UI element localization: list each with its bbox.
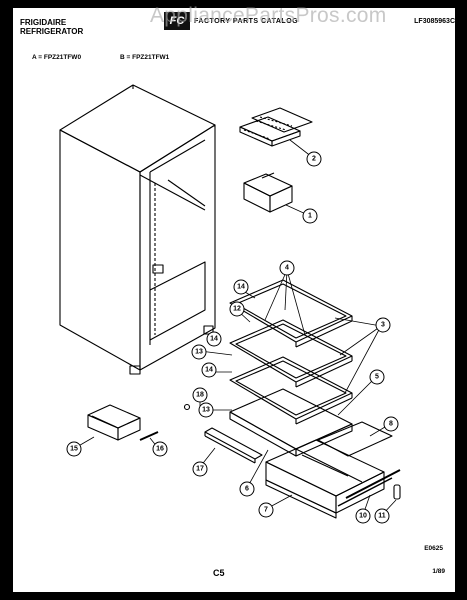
callout-2-label: 2 bbox=[312, 156, 316, 163]
callout-6 bbox=[239, 481, 255, 497]
callout-18 bbox=[192, 387, 208, 403]
model-a-label: A = FPZ21TFW0 bbox=[32, 54, 82, 61]
callout-10-label: 10 bbox=[359, 513, 367, 520]
catalog-sheet bbox=[13, 8, 455, 592]
document-number: LF3085963C bbox=[414, 18, 455, 25]
callout-16 bbox=[152, 441, 168, 457]
model-b-label: B = FPZ21TFW1 bbox=[120, 54, 170, 61]
callout-14-mid-label: 14 bbox=[210, 336, 218, 343]
catalog-title: FACTORY PARTS CATALOG bbox=[194, 18, 299, 25]
crisper-cover-frame bbox=[229, 388, 353, 457]
callout-14-low bbox=[201, 362, 217, 378]
callout-15 bbox=[66, 441, 82, 457]
hinge-parts bbox=[139, 403, 401, 507]
front-cover-strip bbox=[204, 427, 263, 464]
callout-11 bbox=[374, 508, 390, 524]
small-tray bbox=[87, 404, 141, 441]
brand-line-2: REFRIGERATOR bbox=[20, 27, 84, 36]
callout-17 bbox=[192, 461, 208, 477]
callouts bbox=[66, 151, 399, 524]
shelf-lower bbox=[229, 356, 353, 425]
callout-6-label: 6 bbox=[245, 486, 249, 493]
callout-4 bbox=[279, 260, 295, 276]
callout-13-top-label: 13 bbox=[195, 349, 203, 356]
fc-logo: FC bbox=[164, 12, 190, 30]
figure-code: E0625 bbox=[424, 545, 443, 552]
callout-2 bbox=[306, 151, 322, 167]
page-date: 1/89 bbox=[432, 568, 445, 575]
callout-14-top-label: 14 bbox=[237, 284, 245, 291]
brand-line-1: FRIGIDAIRE bbox=[20, 18, 67, 27]
callout-16-label: 16 bbox=[156, 446, 164, 453]
callout-8-label: 8 bbox=[389, 421, 393, 428]
callout-3 bbox=[375, 317, 391, 333]
callout-4-label: 4 bbox=[285, 265, 289, 272]
shelf-top bbox=[229, 279, 353, 348]
callout-10 bbox=[355, 508, 371, 524]
callout-14-mid bbox=[206, 331, 222, 347]
callout-14-low-label: 14 bbox=[205, 367, 213, 374]
callout-17-label: 17 bbox=[196, 466, 204, 473]
callout-12-label: 12 bbox=[233, 306, 241, 313]
ice-bucket bbox=[243, 172, 293, 213]
callout-12 bbox=[229, 301, 245, 317]
refrigerator-cabinet bbox=[59, 84, 216, 375]
callout-5-label: 5 bbox=[375, 374, 379, 381]
callout-14-top bbox=[233, 279, 249, 295]
callout-1 bbox=[302, 208, 318, 224]
page-code: C5 bbox=[213, 568, 225, 578]
callout-1-label: 1 bbox=[308, 213, 312, 220]
callout-13-top bbox=[191, 344, 207, 360]
callout-5 bbox=[369, 369, 385, 385]
callout-3-label: 3 bbox=[381, 322, 385, 329]
brand-block: FRIGIDAIRE REFRIGERATOR bbox=[20, 18, 83, 36]
callout-8 bbox=[383, 416, 399, 432]
callout-13-low-label: 13 bbox=[202, 407, 210, 414]
callout-7-label: 7 bbox=[264, 507, 268, 514]
ice-trays bbox=[239, 107, 313, 147]
callout-13-low bbox=[198, 402, 214, 418]
callout-7 bbox=[258, 502, 274, 518]
callout-11-label: 11 bbox=[378, 513, 386, 520]
watermark: AppliancePartsPros.com bbox=[150, 4, 387, 27]
callout-15-label: 15 bbox=[70, 446, 78, 453]
crisper-drawers bbox=[265, 421, 393, 519]
callout-leaders bbox=[74, 139, 397, 516]
callout-18-label: 18 bbox=[196, 392, 204, 399]
shelf-middle bbox=[229, 319, 353, 388]
